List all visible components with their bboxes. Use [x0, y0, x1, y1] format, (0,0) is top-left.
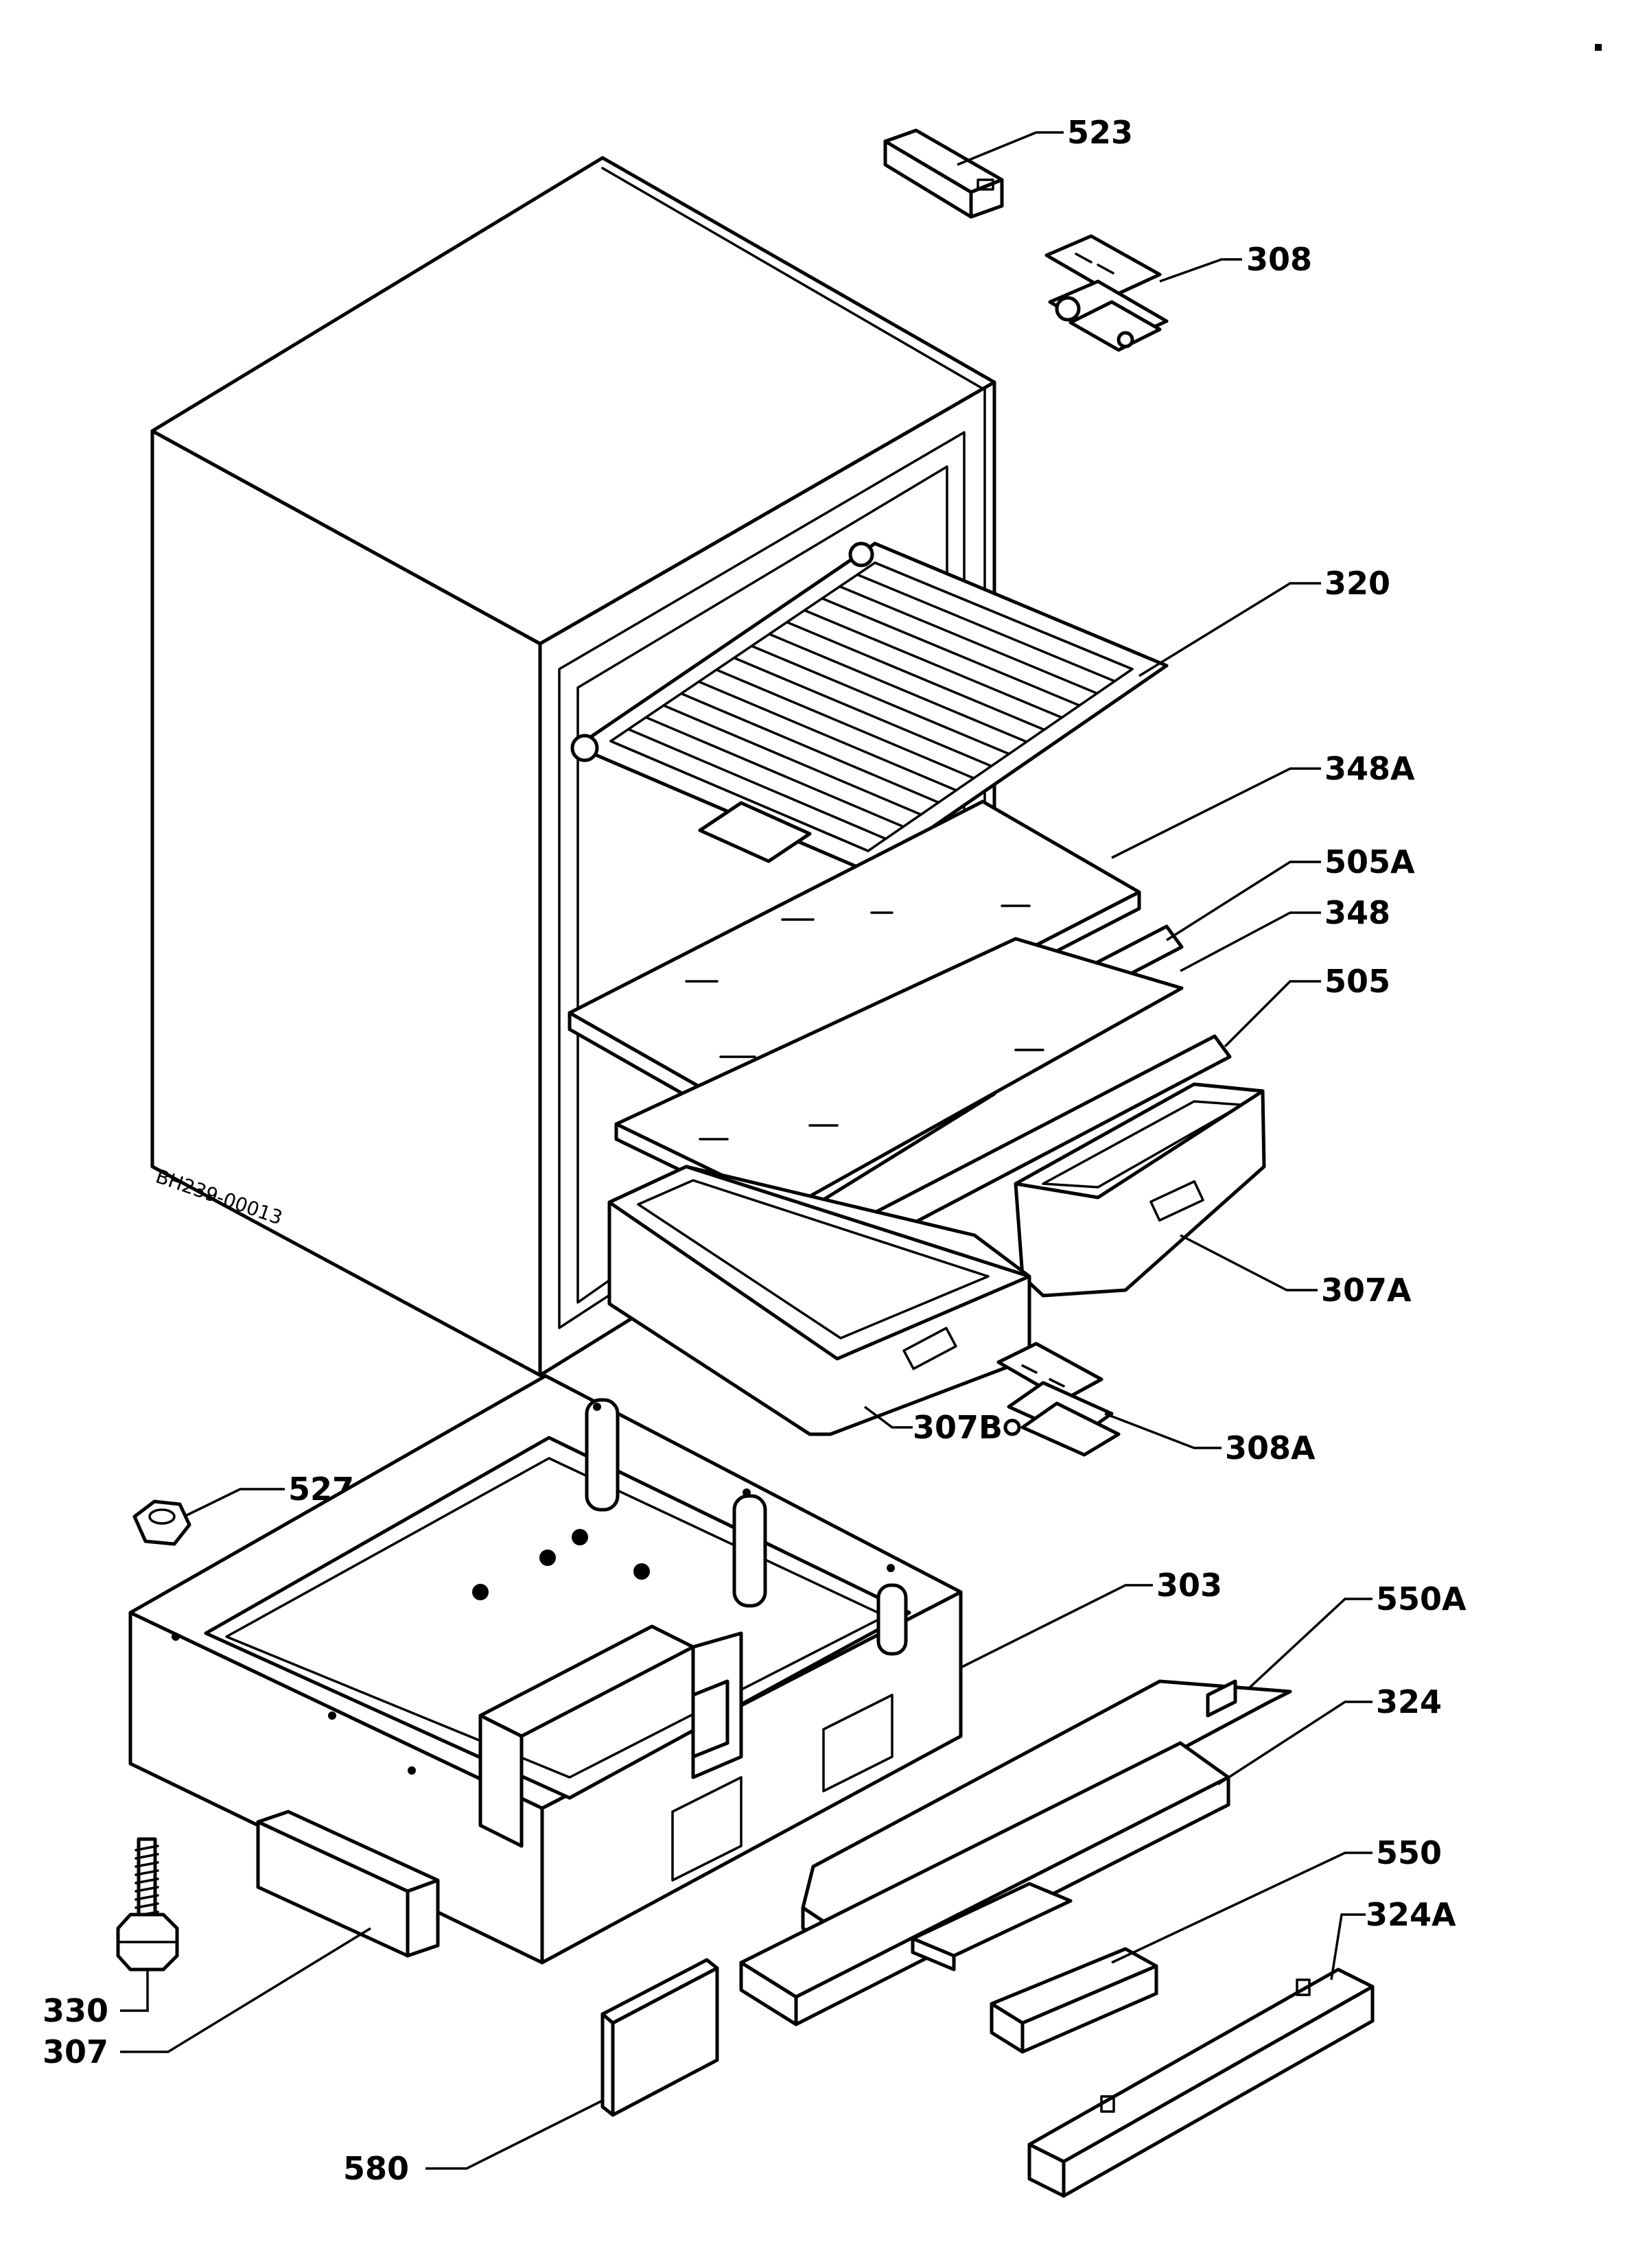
leader-505: [1224, 980, 1321, 1048]
callout-348: 348: [1324, 894, 1390, 931]
part-324A-rail-cover: [1027, 1967, 1375, 2198]
screw-thread: [135, 1845, 159, 1851]
shelf-wire: [644, 716, 905, 828]
screw-thread: [135, 1894, 159, 1901]
leader-330: [120, 1969, 149, 2012]
leader-307: [120, 1927, 371, 2053]
screw-thread: [135, 1886, 159, 1893]
leader-320: [1138, 582, 1321, 677]
screw-thread: [135, 1902, 159, 1909]
callout-307A: 307A: [1321, 1272, 1412, 1309]
callout-307B: 307B: [913, 1409, 1003, 1446]
callout-580: 580: [343, 2150, 409, 2187]
callout-324: 324: [1376, 1683, 1442, 1720]
callout-330: 330: [43, 1992, 108, 2029]
screw-thread: [135, 1878, 159, 1884]
callout-324A: 324A: [1366, 1896, 1456, 1933]
shelf-wire: [662, 704, 922, 816]
leader-550A: [1248, 1598, 1372, 1690]
shelf-wire: [803, 609, 1064, 719]
part-308A-hinge: [996, 1342, 1121, 1457]
callout-505A: 505A: [1324, 843, 1415, 880]
corner-mark: [1595, 44, 1602, 51]
shelf-wire: [856, 573, 1117, 683]
leader-550: [1111, 1851, 1372, 1964]
shelf-wire: [821, 597, 1081, 707]
shelf-wire: [874, 561, 1134, 670]
shelf-wire: [609, 740, 869, 852]
part-523-hinge-bracket: [883, 128, 1004, 219]
callout-307: 307: [43, 2033, 108, 2070]
shelf-wire: [627, 727, 887, 841]
leader-307B: [863, 1405, 913, 1429]
leader-324: [1217, 1700, 1372, 1786]
leader-527: [183, 1488, 285, 1518]
leader-308: [1159, 258, 1242, 283]
leader-580: [425, 2099, 605, 2170]
part-307B-crisper-drawer: [607, 1165, 1031, 1436]
shelf-wire: [697, 680, 958, 792]
leader-348: [1180, 911, 1321, 972]
callout-348A: 348A: [1324, 750, 1415, 787]
part-303-base-plinth: [128, 1374, 963, 1965]
callout-505: 505: [1324, 963, 1390, 1000]
shelf-wire: [785, 620, 1046, 732]
callout-523: 523: [1067, 114, 1133, 151]
shelf-wire: [715, 668, 975, 780]
callout-550A: 550A: [1376, 1580, 1467, 1617]
part-580-pad: [600, 1958, 719, 2117]
leader-523: [957, 131, 1064, 166]
screw-thread: [135, 1853, 159, 1860]
leader-308A: [1104, 1412, 1222, 1449]
part-330-adjustable-foot: [116, 1837, 179, 1972]
part-308-hinge: [1044, 234, 1169, 352]
shelf-wire: [768, 633, 1028, 743]
part-307-front-panel: [256, 1810, 440, 1958]
callout-550: 550: [1376, 1834, 1442, 1871]
callout-308A: 308A: [1225, 1429, 1316, 1466]
leader-348A: [1111, 767, 1321, 859]
callout-320: 320: [1324, 565, 1390, 602]
shelf-wire: [838, 585, 1099, 695]
shelf-wire: [732, 656, 993, 768]
part-527-nut: [132, 1499, 191, 1546]
screw-thread: [135, 1861, 159, 1868]
shelf-wire: [679, 692, 940, 804]
leader-303: [960, 1584, 1153, 1669]
part-550-cover: [990, 1947, 1158, 2054]
shelf-wire: [750, 644, 1011, 756]
screw-thread: [135, 1869, 159, 1876]
part-307A-crisper-drawer: [1014, 1082, 1266, 1298]
callout-308: 308: [1246, 241, 1312, 278]
part-320-wire-shelf: [570, 541, 1169, 874]
leader-324A: [1330, 1913, 1366, 1980]
leader-307A: [1180, 1234, 1318, 1291]
callout-303: 303: [1156, 1567, 1222, 1604]
leader-505A: [1166, 861, 1321, 942]
